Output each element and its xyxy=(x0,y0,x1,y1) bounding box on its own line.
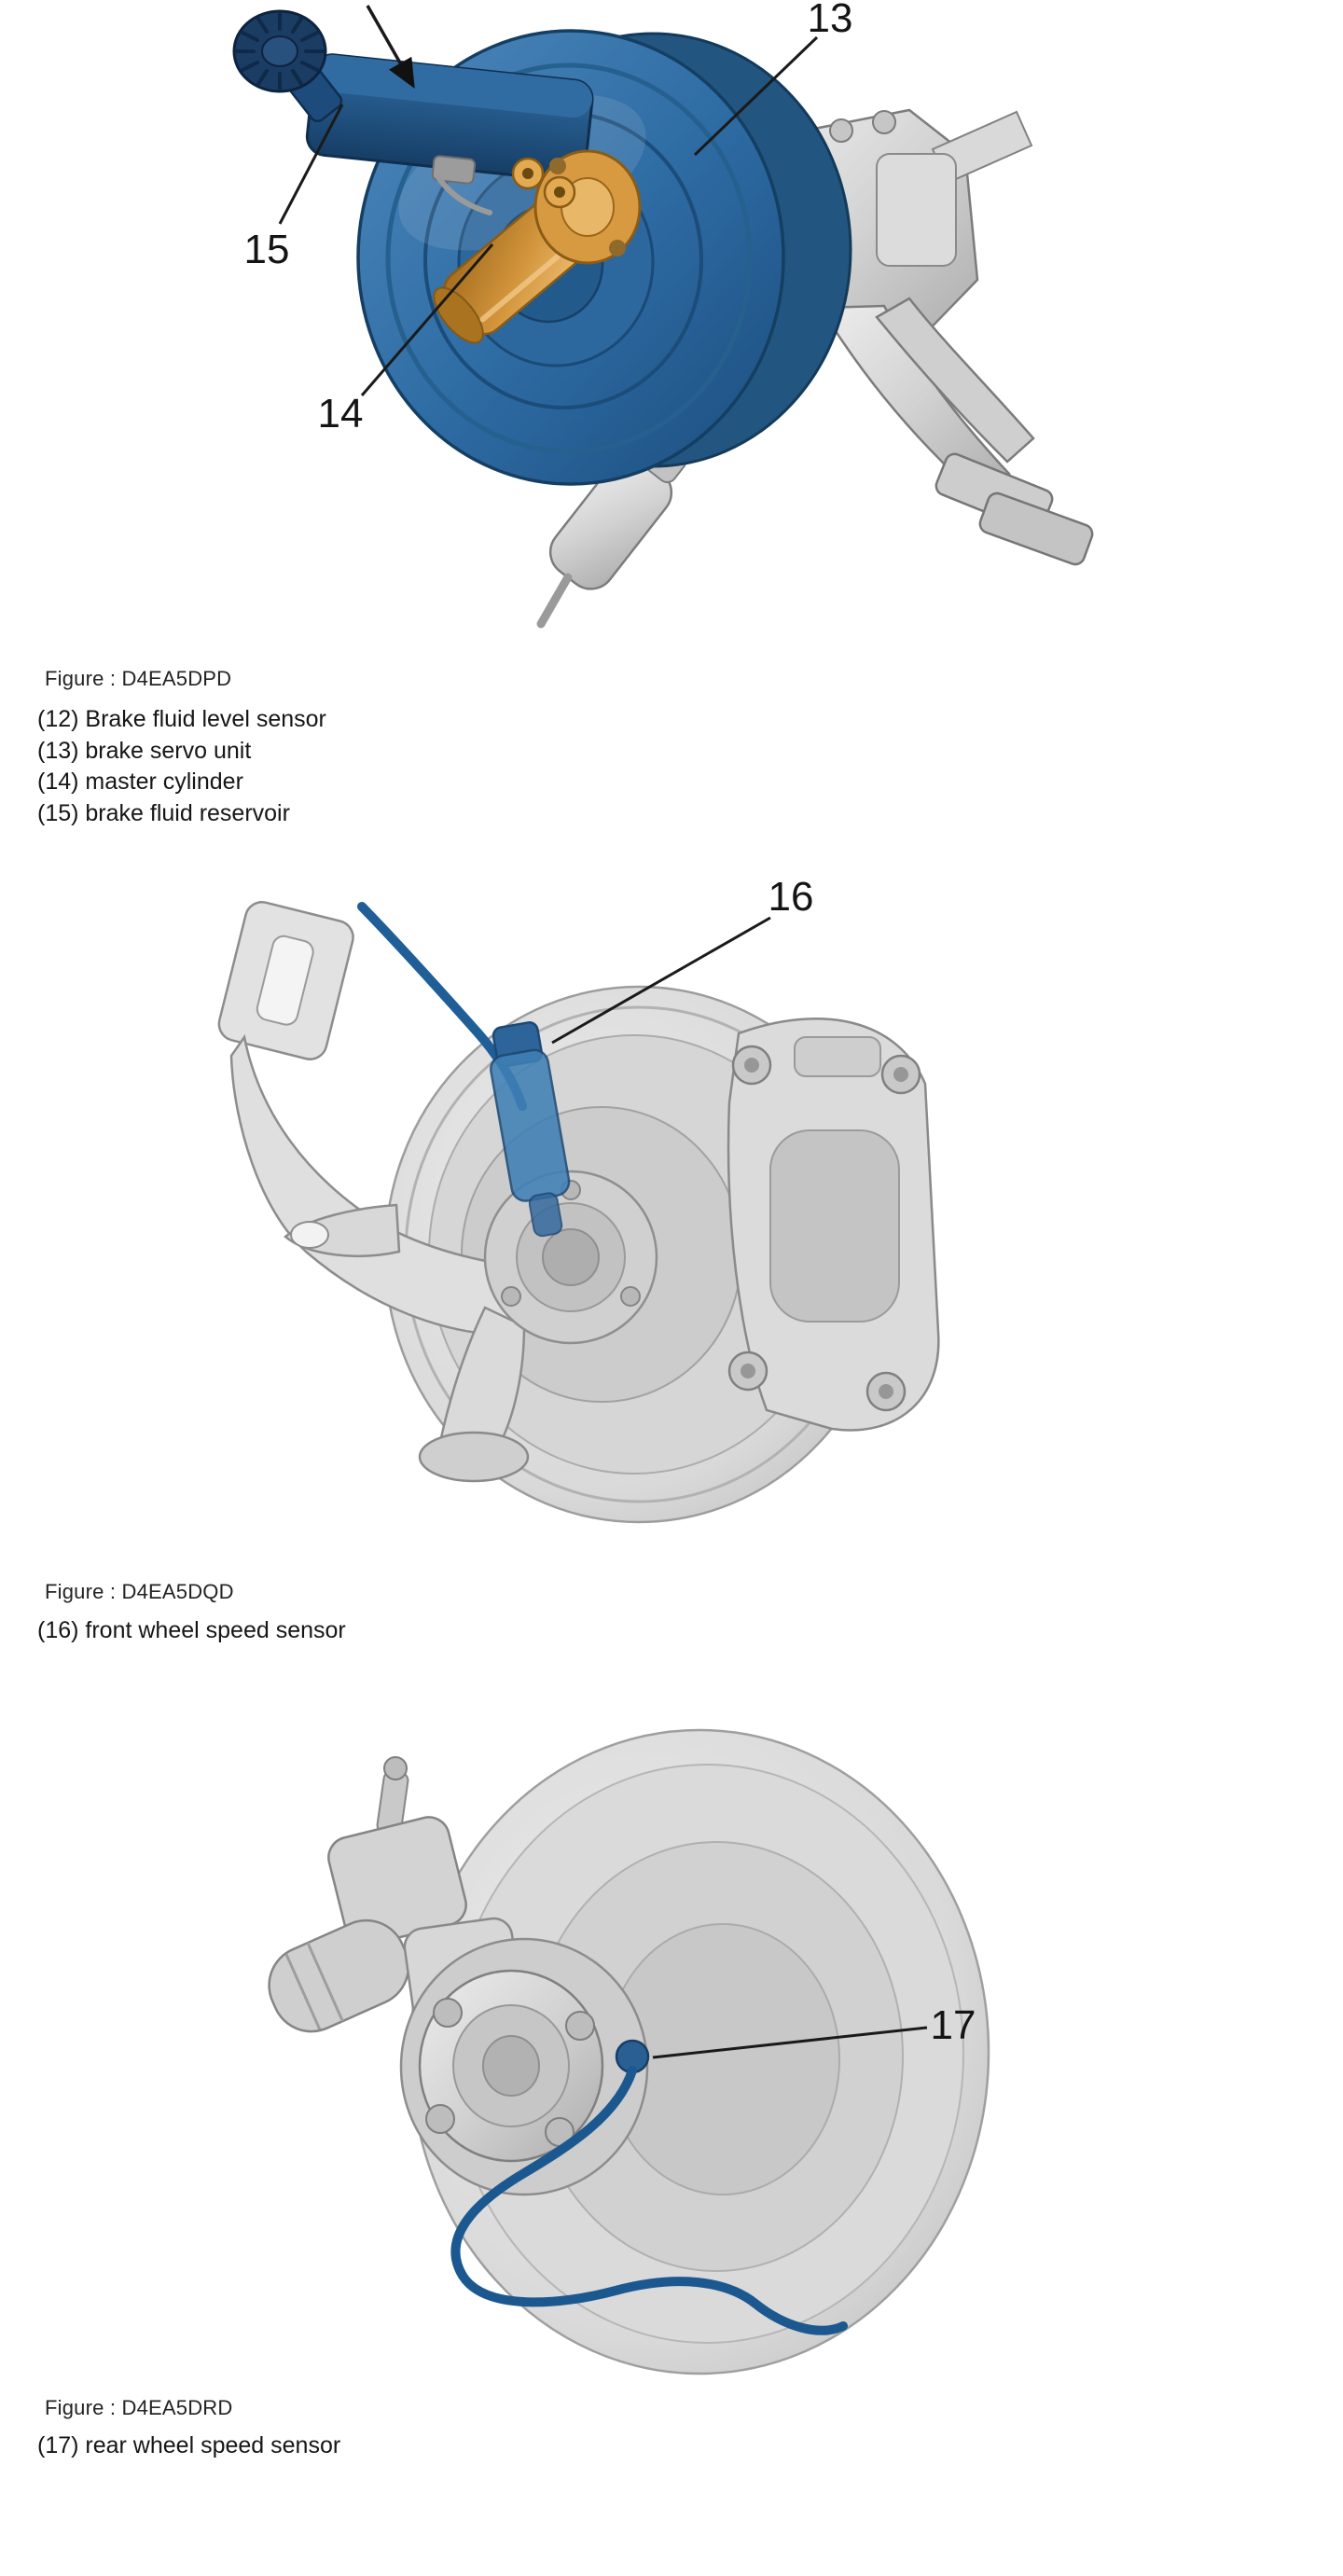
callout-label-14: 14 xyxy=(318,391,364,436)
leader-line xyxy=(652,2026,928,2059)
figure2-legend: (16) front wheel speed sensor xyxy=(37,1615,346,1647)
leader-line xyxy=(693,35,819,157)
ball-joint xyxy=(418,1431,530,1483)
legend-item: (17) rear wheel speed sensor xyxy=(37,2432,341,2458)
figure3-legend: (17) rear wheel speed sensor xyxy=(37,2431,340,2462)
front-wheel-speed-sensor xyxy=(357,902,571,1238)
callout-label-15: 15 xyxy=(244,227,290,272)
steering-knuckle xyxy=(217,901,530,1483)
leader-line xyxy=(278,104,344,225)
bracket-bolt xyxy=(829,118,853,143)
figure1-callouts: 13 14 15 xyxy=(244,0,853,436)
figure-image-rear-wheel-speed-sensor: 17 xyxy=(268,1728,990,2375)
reservoir-cap xyxy=(232,9,327,93)
bleed-screw xyxy=(383,1756,408,1780)
master-cylinder xyxy=(433,149,642,344)
legend-item: (14) master cylinder xyxy=(37,769,243,795)
bracket-bolt xyxy=(872,110,896,134)
wheel-hub xyxy=(483,1170,658,1345)
legend-item: (13) brake servo unit xyxy=(37,737,252,764)
clutch-pedal xyxy=(875,297,1094,566)
legend-item: (15) brake fluid reservoir xyxy=(37,799,290,826)
wheel-stud xyxy=(433,1998,463,2028)
rear-wheel-speed-sensor xyxy=(450,2039,848,2335)
figure1-caption: Figure : D4EA5DPD xyxy=(45,667,232,690)
fluid-level-sensor-plug xyxy=(431,155,477,185)
brake-caliper xyxy=(727,1017,940,1432)
wheel-stud xyxy=(425,2104,455,2134)
legend-item: (16) front wheel speed sensor xyxy=(37,1617,346,1643)
sensor-cable xyxy=(450,2066,848,2335)
legend-item: (12) Brake fluid level sensor xyxy=(37,706,326,732)
callout-label-16: 16 xyxy=(768,877,814,920)
figure2-callouts: 16 xyxy=(551,877,814,1045)
leader-line xyxy=(551,916,771,1045)
callout-label-13: 13 xyxy=(808,0,853,41)
figure3-callouts: 17 xyxy=(652,2002,976,2059)
sensor-pointer-arrow xyxy=(366,5,415,90)
reservoir-hose xyxy=(436,174,492,215)
wheel-stud xyxy=(565,2011,595,2041)
leader-line xyxy=(360,243,494,396)
figure-image-brake-servo-assembly: 13 14 15 xyxy=(232,0,1094,629)
figure1-legend: (12) Brake fluid level sensor (13) brake… xyxy=(37,704,326,829)
callout-label-17: 17 xyxy=(931,2002,976,2048)
figure2-caption: Figure : D4EA5DQD xyxy=(45,1580,234,1603)
figure3-caption: Figure : D4EA5DRD xyxy=(45,2396,233,2419)
brake-backing-plate xyxy=(408,1728,990,2375)
figure-image-front-wheel-speed-sensor: 16 xyxy=(217,877,940,1524)
brake-fluid-reservoir xyxy=(232,9,594,215)
